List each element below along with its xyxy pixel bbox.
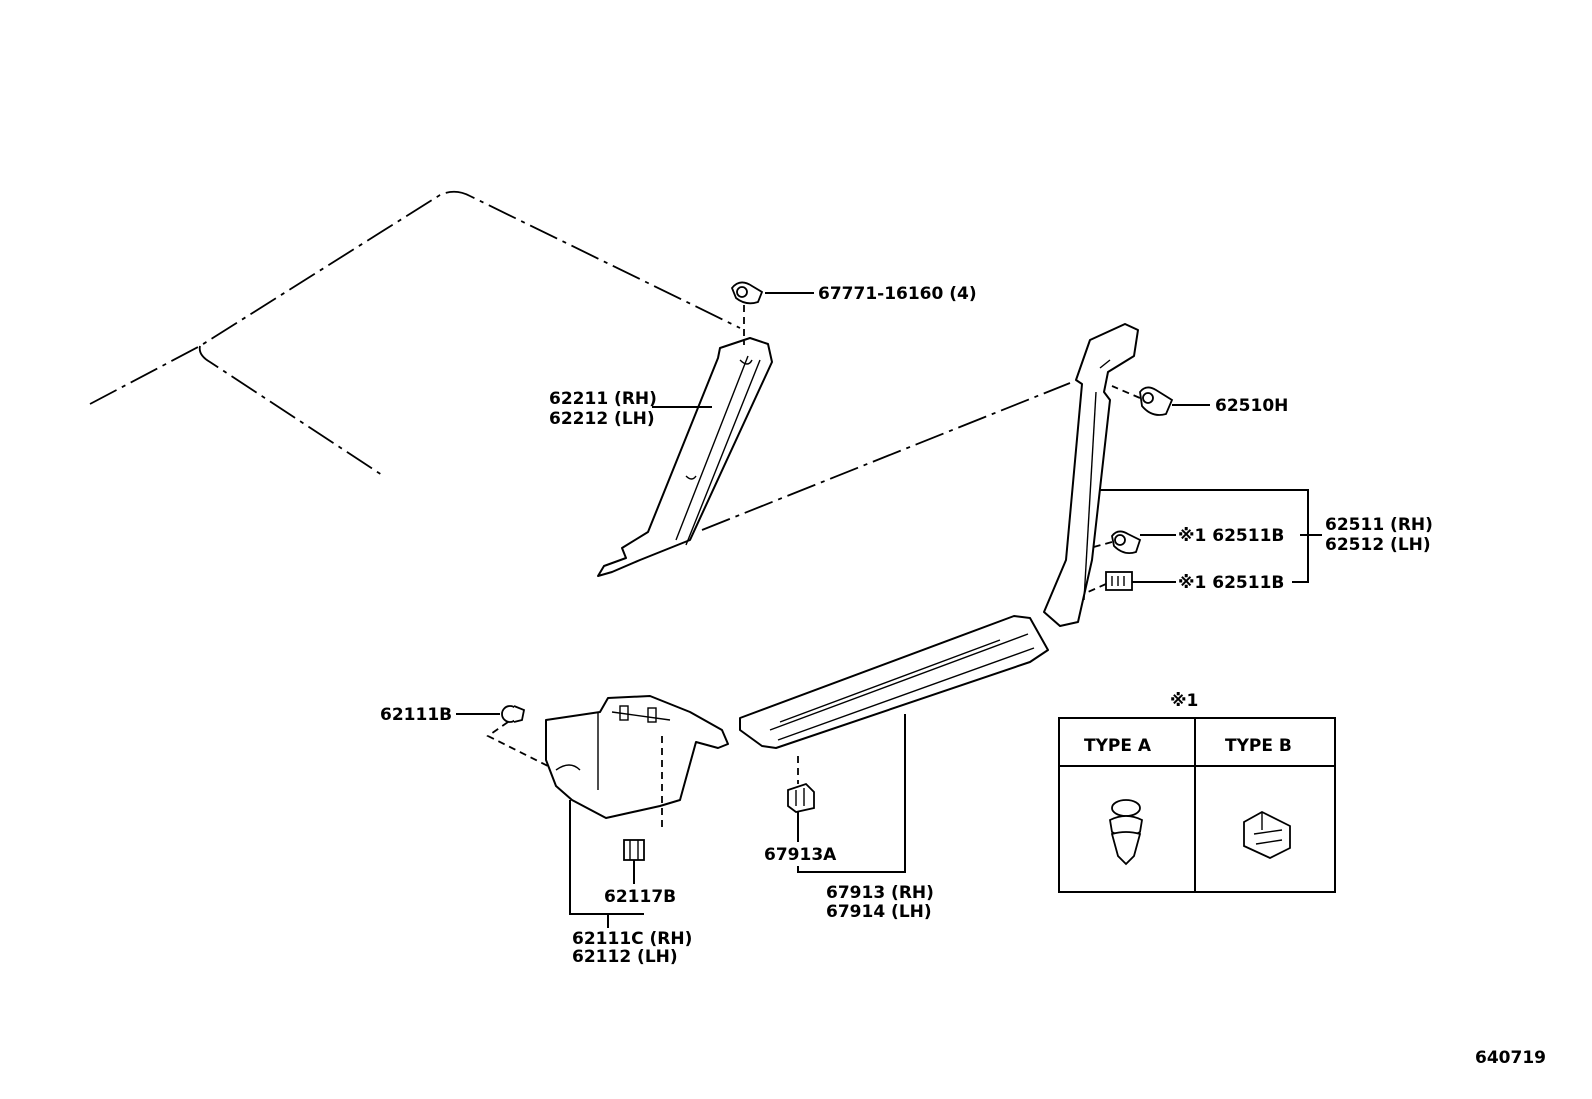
type-a-clip-icon: [1109, 799, 1143, 866]
label-b-pillar-lh: 62512 (LH): [1325, 535, 1431, 555]
clip-icon-cowl: [623, 839, 645, 861]
label-screw: 62111B: [380, 705, 452, 725]
leader-b-pillar: [1100, 489, 1322, 583]
label-clip-b-upper: 62510H: [1215, 396, 1288, 416]
legend-type-a-label: TYPE A: [1084, 736, 1152, 756]
clip-type-legend: ※1 TYPE A TYPE B: [1058, 691, 1336, 893]
clip-icon-b-type-b: [1087, 571, 1133, 593]
label-b-clip-1: ※1 62511B: [1178, 526, 1284, 546]
screw-icon: [486, 705, 553, 769]
a-pillar-garnish: [597, 337, 773, 577]
windshield-outline: [89, 190, 1071, 531]
label-cowl-lh: 62112 (LH): [572, 947, 678, 967]
cowl-side-trim: [545, 695, 729, 832]
legend-type-b-label: TYPE B: [1225, 736, 1292, 756]
label-clip-top: 67771-16160 (4): [818, 284, 977, 304]
label-cowl-rh: 62111C (RH): [572, 929, 692, 949]
leader-cowl: [569, 800, 644, 928]
clip-icon-scuff: [787, 756, 815, 813]
clip-icon-b-upper: [1111, 385, 1174, 416]
label-b-pillar-rh: 62511 (RH): [1325, 515, 1433, 535]
clip-icon-b-type-a: [1089, 530, 1142, 555]
label-scuff-lh: 67914 (LH): [826, 902, 932, 922]
label-a-pillar-lh: 62212 (LH): [549, 409, 655, 429]
clip-icon-top: [730, 281, 764, 345]
leader-scuff: [797, 714, 906, 873]
legend-mark: ※1: [1170, 691, 1198, 711]
scuff-plate: [739, 615, 1049, 749]
label-scuff-rh: 67913 (RH): [826, 883, 934, 903]
label-scuff-clip: 67913A: [764, 845, 837, 865]
type-b-clip-icon: [1243, 810, 1291, 859]
label-b-clip-2: ※1 62511B: [1178, 573, 1284, 593]
label-a-pillar-rh: 62211 (RH): [549, 389, 657, 409]
figure-id: 640719: [1475, 1048, 1546, 1068]
label-cowl-clip: 62117B: [604, 887, 676, 907]
b-pillar-garnish: [1043, 323, 1139, 627]
